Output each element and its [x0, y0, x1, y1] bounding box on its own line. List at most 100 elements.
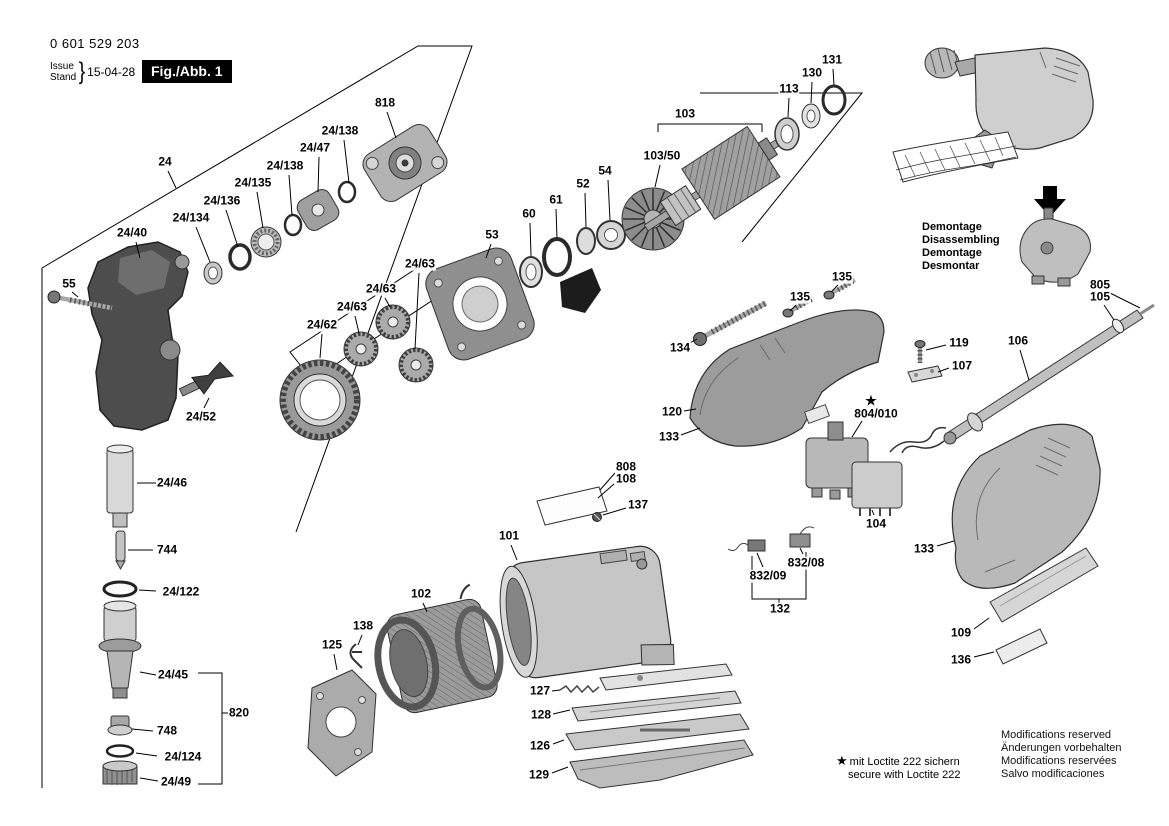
- part-126-plate: [565, 713, 750, 751]
- part-label-808: 808: [614, 459, 638, 474]
- part-label-24: 24: [157, 154, 173, 169]
- part-129-base-shoe: [569, 739, 754, 789]
- disassembly-line-es: Desmontar: [922, 260, 980, 272]
- part-125-bearing-plate: [307, 669, 377, 777]
- part-137-screw: [592, 512, 602, 522]
- disassembly-line-fr: Demontage: [922, 247, 982, 259]
- disassembly-line-de: Demontage: [922, 221, 982, 233]
- part-label-102: 102: [409, 586, 433, 601]
- part-label-54: 54: [597, 163, 613, 178]
- part-label-103: 103: [673, 106, 697, 121]
- part-106-handle-rod: [901, 303, 1155, 454]
- modifications-line-es: Salvo modificaciones: [1001, 768, 1105, 780]
- part-label-106: 106: [1006, 333, 1030, 348]
- loctite-line-en: secure with Loctite 222: [848, 769, 961, 781]
- part-label-127: 127: [528, 683, 552, 698]
- part-label-119: 119: [948, 335, 970, 350]
- part-104-module: [851, 461, 903, 516]
- part-label-24-62: 24/62: [305, 317, 339, 332]
- brace-glyph: }: [78, 58, 86, 85]
- part-label-109: 109: [949, 625, 973, 640]
- part-label-820: 820: [227, 705, 251, 720]
- part-label-113: 113: [778, 81, 800, 96]
- part-label-104: 104: [864, 516, 888, 531]
- part-label-128: 128: [529, 707, 553, 722]
- part-label-24-122: 24/122: [161, 584, 201, 599]
- part-label-804-010: 804/010: [853, 406, 899, 421]
- part-label-24-63: 24/63: [403, 256, 437, 271]
- part-128-plate: [571, 690, 742, 722]
- part-label-24-63: 24/63: [364, 281, 398, 296]
- wiring-squiggle: [889, 426, 947, 453]
- disassembled-head-illustration: [1019, 207, 1091, 287]
- part-136-plate: [995, 628, 1048, 665]
- part-label-744: 744: [155, 542, 179, 557]
- part-label-61: 61: [548, 192, 564, 207]
- part-24-40-housing: [87, 241, 190, 431]
- modifications-line-de: Änderungen vorbehalten: [1001, 742, 1122, 754]
- part-label-101: 101: [497, 528, 521, 543]
- part-label-53: 53: [484, 227, 500, 242]
- part-138-clip: [349, 643, 363, 669]
- part-label-832-09: 832/09: [748, 568, 788, 583]
- part-130-washer: [801, 103, 821, 129]
- part-label-130: 130: [800, 65, 824, 80]
- part-label-748: 748: [155, 723, 179, 738]
- part-24-124-o-ring: [105, 744, 135, 758]
- modifications-note: Modifications reserved Änderungen vorbeh…: [1001, 729, 1121, 781]
- part-label-24-136: 24/136: [202, 193, 242, 208]
- modifications-line-en: Modifications reserved: [1001, 729, 1112, 741]
- part-label-24-134: 24/134: [171, 210, 211, 225]
- part-61-seal-ring: [542, 237, 572, 277]
- part-744-pin: [115, 530, 126, 571]
- part-label-24-63: 24/63: [335, 299, 369, 314]
- part-label-24-49: 24/49: [159, 774, 193, 789]
- tool-overview-illustration: [892, 47, 1094, 183]
- part-label-125: 125: [320, 637, 344, 652]
- part-107-plate: [907, 365, 943, 383]
- disassembly-arrow-icon: [1034, 186, 1066, 217]
- part-109-cover-plate: [989, 547, 1099, 623]
- part-label-24-138: 24/138: [265, 158, 305, 173]
- issue-label: Issue: [50, 61, 74, 72]
- loctite-star-icon: ★: [836, 753, 848, 768]
- part-label-818: 818: [373, 95, 397, 110]
- issue-stand-block: Issue Stand } 15-04-28: [50, 58, 135, 86]
- part-55-screw: [47, 290, 113, 311]
- part-24-134-sleeve: [203, 261, 223, 285]
- part-label-135: 135: [788, 289, 812, 304]
- part-52-ring: [560, 227, 601, 313]
- part-label-24-135: 24/135: [233, 175, 273, 190]
- issue-date: 15-04-28: [87, 65, 136, 79]
- figure-label-box: Fig./Abb. 1: [142, 60, 232, 83]
- part-24-63-gear-2: [375, 304, 411, 340]
- part-127-spring-plate: [559, 663, 733, 694]
- part-832-09-brush: [727, 539, 766, 552]
- part-label-55: 55: [61, 276, 77, 291]
- loctite-note: ★mit Loctite 222 sichern secure with Loc…: [836, 754, 961, 782]
- part-24-63-gear-1: [343, 331, 379, 367]
- part-label-24-124: 24/124: [163, 749, 203, 764]
- part-54-ball-bearing: [596, 220, 626, 250]
- stand-label: Stand: [50, 72, 77, 83]
- part-60-washer: [519, 256, 543, 288]
- part-label-132: 132: [768, 601, 792, 616]
- part-24-136-ring: [228, 243, 252, 271]
- part-24-49-knurled-nut: [102, 760, 138, 785]
- part-label-133: 133: [657, 429, 681, 444]
- disassembly-note: Demontage Disassembling Demontage Desmon…: [922, 221, 1000, 273]
- part-103-armature: [643, 125, 797, 232]
- bracket-103: [657, 123, 763, 132]
- part-label-129: 129: [527, 767, 551, 782]
- part-label-108: 108: [614, 471, 638, 486]
- loctite-line-de: mit Loctite 222 sichern: [849, 756, 960, 768]
- part-133-handle-shell: [951, 423, 1101, 589]
- part-label-135: 135: [830, 269, 854, 284]
- part-120-133-housing-cover: [689, 309, 885, 447]
- part-label-805: 805: [1088, 277, 1112, 292]
- part-label-24-45: 24/45: [156, 667, 190, 682]
- part-label-24-52: 24/52: [184, 409, 218, 424]
- part-label-134: 134: [668, 340, 692, 355]
